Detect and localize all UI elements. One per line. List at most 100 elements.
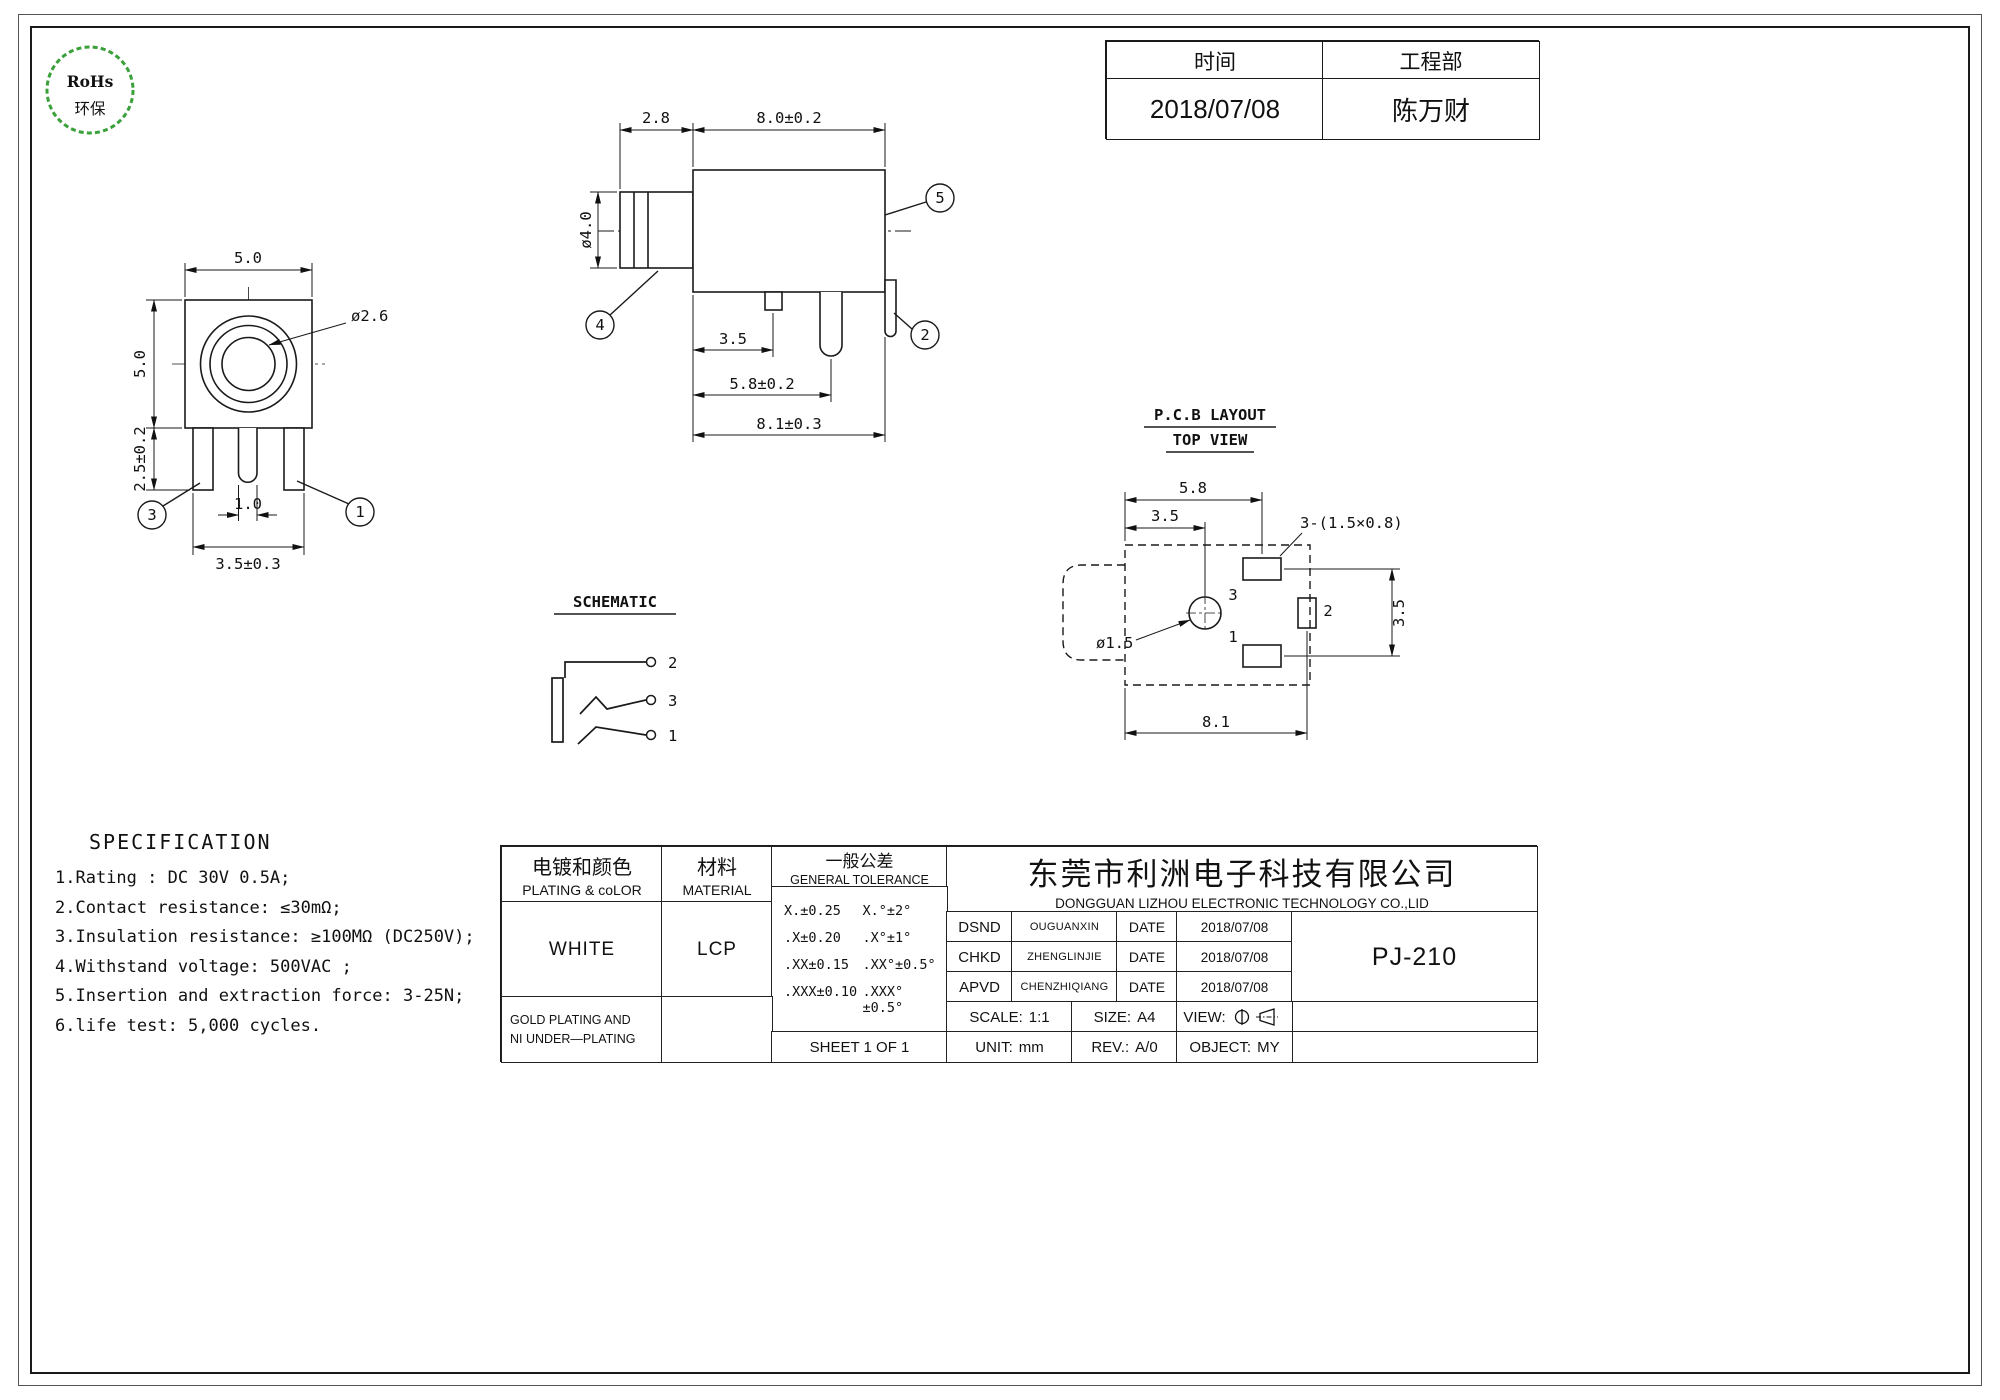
- pcb-dim-hole: ø1.5: [1096, 634, 1133, 652]
- side-view: 2.8 8.0±0.2 ø4.0 3.5 5.8±0.2 8.1±0.3 4 5…: [577, 109, 955, 442]
- header-time-label: 时间: [1106, 41, 1324, 80]
- callout-4-label: 4: [595, 316, 604, 334]
- dim-2-8: 2.8: [642, 109, 670, 127]
- callout-1-label: 1: [355, 503, 364, 521]
- dim-3-5: 3.5: [719, 330, 747, 348]
- dim-3-5-span: 3.5±0.3: [215, 555, 280, 573]
- spec-line-6: 6.life test: 5,000 cycles.: [55, 1015, 322, 1036]
- pcb-features: [1186, 557, 1317, 668]
- company-name-cn: 东莞市利洲电子科技有限公司: [1027, 856, 1457, 892]
- dim-5-0-top: 5.0: [234, 249, 262, 267]
- tolerance-header-cell: 一般公差 GENERAL TOLERANCE: [771, 846, 948, 888]
- pcb-pad-note: 3-(1.5×0.8): [1300, 514, 1403, 532]
- pcb-pad-1-label: 1: [1228, 628, 1237, 646]
- front-dimension-lines: [146, 263, 347, 555]
- spec-line-3: 3.Insulation resistance: ≥100MΩ (DC250V)…: [55, 927, 475, 947]
- pcb-dim-labels: 5.8 3.5 3-(1.5×0.8) ø1.5 3.5 8.1 3 2 1: [1096, 479, 1408, 731]
- dsnd-date-label-cell: DATE: [1116, 911, 1178, 943]
- side-body: [619, 169, 897, 357]
- view-cell: VIEW:: [1176, 1001, 1293, 1033]
- front-view: 5.0 5.0 2.5±0.2 1.0 3.5±0.3 ø2.6 3 1: [131, 249, 388, 573]
- rev-cell: REV.:A/0: [1071, 1031, 1178, 1063]
- pcb-dim-3-5-right: 3.5: [1390, 599, 1408, 627]
- chkd-name-cell: ZHENGLINJIE: [1011, 941, 1118, 973]
- dsnd-name-cell: OUGUANXIN: [1011, 911, 1118, 943]
- scale-cell: SCALE:1:1: [946, 1001, 1073, 1033]
- pcb-pad-3-label: 3: [1228, 586, 1237, 604]
- chkd-role-cell: CHKD: [946, 941, 1013, 973]
- schematic-pin-3: 3: [668, 692, 677, 710]
- schematic-pin-2: 2: [668, 654, 677, 672]
- material-note-cell: [661, 996, 773, 1063]
- rohs-stamp-circle: [45, 45, 135, 135]
- company-cell: 东莞市利洲电子科技有限公司 DONGGUAN LIZHOU ELECTRONIC…: [946, 846, 1538, 913]
- side-callouts: [585, 183, 955, 350]
- front-body: [184, 299, 313, 491]
- header-time-value: 2018/07/08: [1106, 78, 1324, 140]
- rohs-subtitle: 环保: [74, 100, 106, 118]
- dsnd-role-cell: DSND: [946, 911, 1013, 943]
- spec-line-2: 2.Contact resistance: ≤30mΩ;: [55, 897, 342, 918]
- object-cell: OBJECT:MY: [1176, 1031, 1293, 1063]
- pcb-title-line2: TOP VIEW: [1173, 431, 1248, 449]
- schematic-title: SCHEMATIC: [573, 593, 657, 611]
- apvd-name-cell: CHENZHIQIANG: [1011, 971, 1118, 1003]
- dim-2-5-leg: 2.5±0.2: [131, 426, 149, 491]
- side-dimension-lines: [590, 123, 886, 442]
- dim-dia-4-0: ø4.0: [577, 211, 595, 248]
- rohs-logo: RoHs 环保: [45, 45, 135, 135]
- pcb-outline: [1062, 544, 1311, 686]
- part-number-cell: PJ-210: [1291, 911, 1538, 1003]
- spec-line-5: 5.Insertion and extraction force: 3-25N;: [55, 986, 465, 1006]
- schematic-title-group: SCHEMATIC: [554, 593, 676, 615]
- dim-8-1: 8.1±0.3: [756, 415, 821, 433]
- header-dept-value: 陈万财: [1322, 78, 1540, 140]
- pcb-dim-8-1: 8.1: [1202, 713, 1230, 731]
- sheet-cell: SHEET 1 OF 1: [771, 1031, 948, 1063]
- dim-5-8: 5.8±0.2: [729, 375, 794, 393]
- plating-value-cell: WHITE: [501, 901, 663, 998]
- specification-block: SPECIFICATION 1.Rating : DC 30V 0.5A; 2.…: [55, 830, 500, 1041]
- callout-5-label: 5: [935, 189, 944, 207]
- empty-cell-1: [1291, 1001, 1538, 1033]
- header-table: 时间 工程部 2018/07/08 陈万财: [1105, 40, 1540, 140]
- schematic-view: SCHEMATIC 2 3 1: [551, 593, 677, 745]
- dsnd-date-cell: 2018/07/08: [1176, 911, 1293, 943]
- specification-title: SPECIFICATION: [89, 830, 272, 854]
- side-dim-labels: 2.8 8.0±0.2 ø4.0 3.5 5.8±0.2 8.1±0.3 4 5…: [577, 109, 945, 433]
- schematic-drawing: [551, 656, 657, 745]
- header-dept-label: 工程部: [1322, 41, 1540, 80]
- spec-line-1: 1.Rating : DC 30V 0.5A;: [55, 868, 291, 888]
- apvd-date-cell: 2018/07/08: [1176, 971, 1293, 1003]
- dim-5-0-left: 5.0: [131, 350, 149, 378]
- material-value-cell: LCP: [661, 901, 773, 998]
- apvd-role-cell: APVD: [946, 971, 1013, 1003]
- dim-1-0-pin: 1.0: [234, 495, 262, 513]
- dim-hole-2-6: ø2.6: [351, 307, 388, 325]
- size-cell: SIZE:A4: [1071, 1001, 1178, 1033]
- callout-2-label: 2: [920, 326, 929, 344]
- spec-line-4: 4.Withstand voltage: 500VAC ;: [55, 956, 352, 977]
- callout-3-label: 3: [147, 506, 156, 524]
- outer-border: [18, 14, 1982, 1386]
- pcb-dimension-lines: [1124, 492, 1400, 740]
- rohs-title: RoHs: [67, 72, 114, 91]
- schematic-pin-labels: 2 3 1: [668, 654, 677, 745]
- plating-note-cell: GOLD PLATING AND NI UNDER—PLATING: [501, 996, 671, 1063]
- projection-symbol: [1234, 1008, 1278, 1026]
- pcb-pad-2-label: 2: [1323, 602, 1332, 620]
- chkd-date-cell: 2018/07/08: [1176, 941, 1293, 973]
- pcb-dim-5-8: 5.8: [1179, 479, 1207, 497]
- plating-header-cell: 电镀和颜色 PLATING & coLOR: [501, 846, 663, 903]
- pcb-dim-3-5-left: 3.5: [1151, 507, 1179, 525]
- unit-cell: UNIT:mm: [946, 1031, 1073, 1063]
- front-callouts: [137, 480, 375, 530]
- title-block: 电镀和颜色 PLATING & coLOR 材料 MATERIAL 一般公差 G…: [500, 845, 1538, 1063]
- inner-border: [30, 26, 1970, 1374]
- pcb-layout-view: P.C.B LAYOUT TOP VIEW: [1062, 406, 1408, 740]
- dim-8-0: 8.0±0.2: [756, 109, 821, 127]
- pcb-title-line1: P.C.B LAYOUT: [1154, 406, 1266, 424]
- chkd-date-label-cell: DATE: [1116, 941, 1178, 973]
